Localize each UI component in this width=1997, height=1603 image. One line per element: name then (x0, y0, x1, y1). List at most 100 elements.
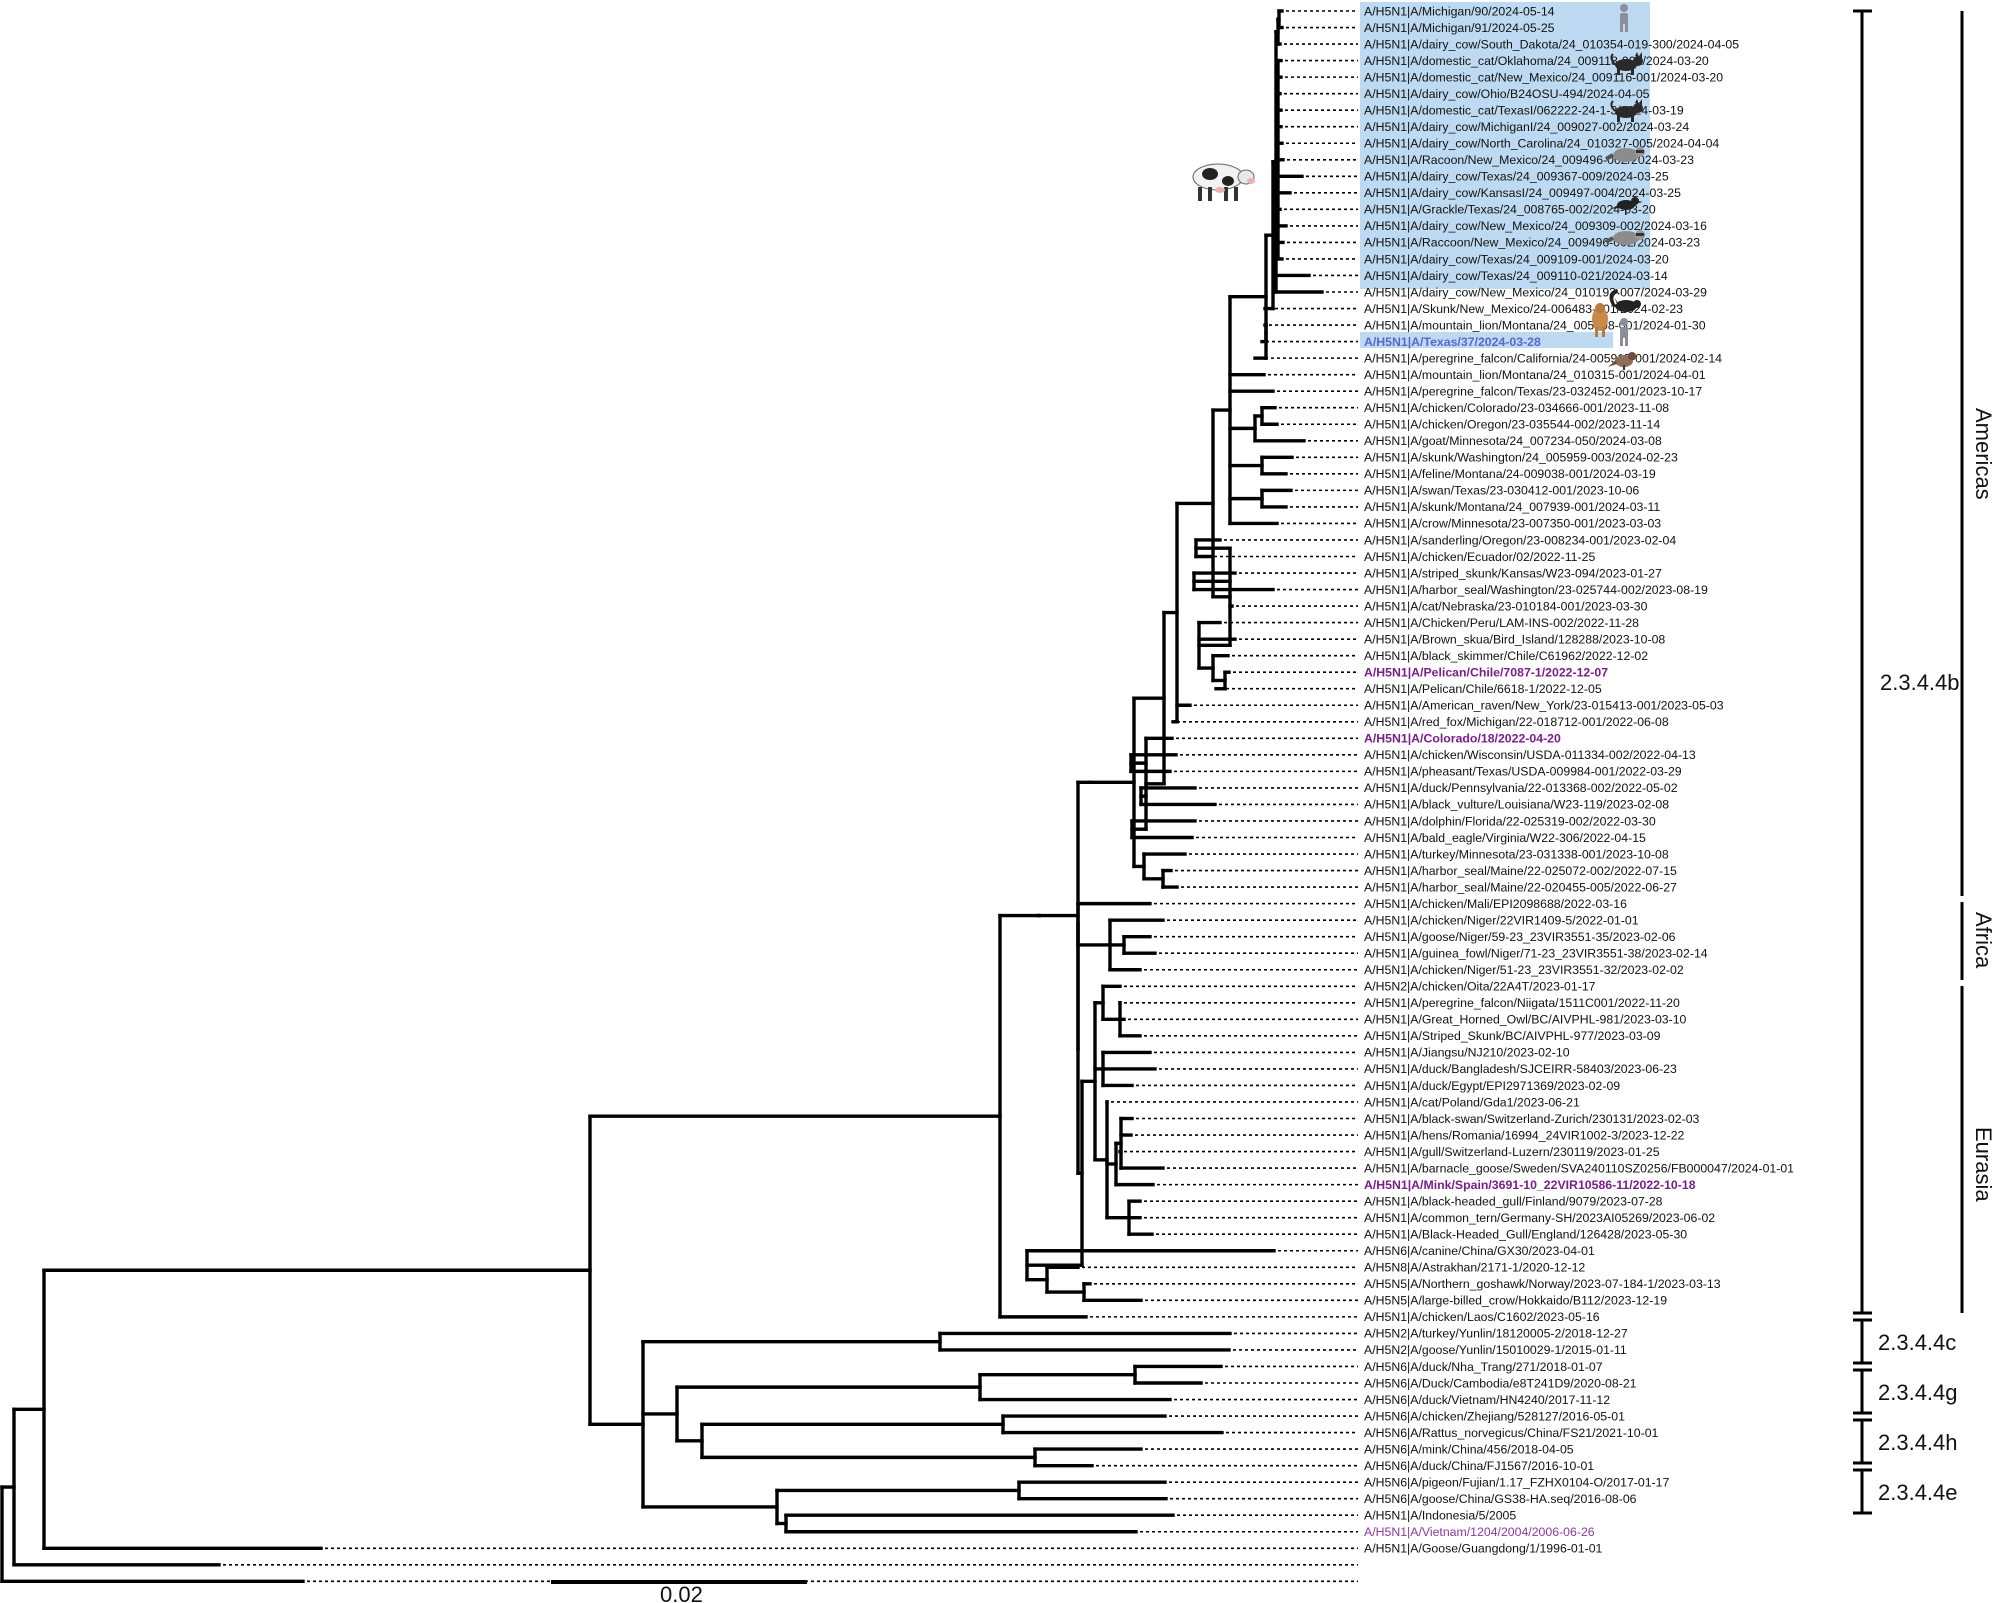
leaf-label: A/H5N1|A/skunk/Montana/24_007939-001/202… (1364, 500, 1660, 514)
leaf-label: A/H5N1|A/Grackle/Texas/24_008765-002/202… (1364, 203, 1656, 217)
leaf-label: A/H5N1|A/gull/Switzerland-Luzern/230119/… (1364, 1145, 1660, 1159)
leaf-label: A/H5N6|A/duck/Vietnam/HN4240/2017-11-12 (1364, 1393, 1610, 1407)
leaf-label: A/H5N1|A/crow/Minnesota/23-007350-001/20… (1364, 517, 1661, 531)
cat-icon (1610, 52, 1643, 75)
leaf-label: A/H5N6|A/goose/China/GS38-HA.seq/2016-08… (1364, 1492, 1637, 1506)
leaf-label: A/H5N2|A/turkey/Yunlin/18120005-2/2018-1… (1364, 1327, 1628, 1341)
leaf-label: A/H5N1|A/cat/Poland/Gda1/2023-06-21 (1364, 1095, 1580, 1109)
leaf-label: A/H5N2|A/chicken/Oita/22A4T/2023-01-17 (1364, 980, 1596, 994)
leaf-label: A/H5N6|A/duck/China/FJ1567/2016-10-01 (1364, 1459, 1594, 1473)
cow-icon (1192, 163, 1255, 201)
leaf-label: A/H5N6|A/duck/Nha_Trang/271/2018-01-07 (1364, 1360, 1603, 1374)
leaf-label: A/H5N1|A/Chicken/Peru/LAM-INS-002/2022-1… (1364, 616, 1639, 630)
tree-branches (0, 9, 1324, 1584)
human-icon (1620, 4, 1628, 32)
scale-bar-label: 0.02 (660, 1582, 703, 1603)
leaf-label: A/H5N1|A/chicken/Niger/22VIR1409-5/2022-… (1364, 913, 1639, 927)
leaf-label: A/H5N1|A/Goose/Guangdong/1/1996-01-01 (1364, 1542, 1603, 1556)
leaf-label: A/H5N1|A/Pelican/Chile/6618-1/2022-12-05 (1364, 682, 1602, 696)
skunk-icon (1609, 289, 1641, 312)
leaf-label: A/H5N1|A/Vietnam/1204/2004/2006-06-26 (1364, 1525, 1595, 1539)
leaf-label: A/H5N1|A/dairy_cow/Texas/24_009110-021/2… (1364, 269, 1668, 283)
leaf-label: A/H5N1|A/red_fox/Michigan/22-018712-001/… (1364, 715, 1669, 729)
leaf-label: A/H5N1|A/Indonesia/5/2005 (1364, 1509, 1516, 1523)
scale-bar: 0.02 (551, 1580, 807, 1603)
leaf-label: A/H5N1|A/dairy_cow/Texas/24_009367-009/2… (1364, 170, 1669, 184)
leaf-label: A/H5N1|A/Michigan/91/2024-05-25 (1364, 21, 1555, 35)
leaf-label: A/H5N1|A/dairy_cow/Texas/24_009109-001/2… (1364, 252, 1669, 266)
leaf-label: A/H5N1|A/goat/Minnesota/24_007234-050/20… (1364, 434, 1662, 448)
leaf-label: A/H5N1|A/peregrine_falcon/Niigata/1511C0… (1364, 996, 1680, 1010)
leaf-label: A/H5N1|A/dairy_cow/Ohio/B24OSU-494/2024-… (1364, 87, 1650, 101)
leaf-label: A/H5N1|A/dairy_cow/North_Carolina/24_010… (1364, 137, 1719, 151)
clade-label-2344g: 2.3.4.4g (1878, 1380, 1958, 1405)
leaf-label: A/H5N1|A/pheasant/Texas/USDA-009984-001/… (1364, 765, 1682, 779)
leaf-label: A/H5N1|A/hens/Romania/16994_24VIR1002-3/… (1364, 1128, 1685, 1142)
leaf-label: A/H5N1|A/turkey/Minnesota/23-031338-001/… (1364, 847, 1669, 861)
leaf-label: A/H5N1|A/feline/Montana/24-009038-001/20… (1364, 467, 1656, 481)
leaf-label: A/H5N1|A/harbor_seal/Maine/22-020455-005… (1364, 880, 1677, 894)
leaf-label: A/H5N5|A/large-billed_crow/Hokkaido/B112… (1364, 1294, 1667, 1308)
clade-label-2344c: 2.3.4.4c (1878, 1330, 1956, 1355)
leaf-label: A/H5N1|A/Striped_Skunk/BC/AIVPHL-977/202… (1364, 1029, 1661, 1043)
leaf-label: A/H5N6|A/canine/China/GX30/2023-04-01 (1364, 1244, 1595, 1258)
leaf-label: A/H5N1|A/Pelican/Chile/7087-1/2022-12-07 (1364, 666, 1608, 680)
leaf-label: A/H5N1|A/domestic_cat/New_Mexico/24_0091… (1364, 70, 1723, 84)
leaf-label: A/H5N1|A/sanderling/Oregon/23-008234-001… (1364, 533, 1676, 547)
leaf-label: A/H5N1|A/mountain_lion/Montana/24_010315… (1364, 368, 1706, 382)
leaf-label: A/H5N1|A/peregrine_falcon/California/24-… (1364, 351, 1722, 365)
region-label-africa: Africa (1971, 912, 1996, 969)
leaf-label: A/H5N1|A/duck/Pennsylvania/22-013368-002… (1364, 781, 1678, 795)
leaf-label: A/H5N1|A/cat/Nebraska/23-010184-001/2023… (1364, 599, 1648, 613)
leaf-label: A/H5N1|A/Black-Headed_Gull/England/12642… (1364, 1228, 1687, 1242)
clade-label-2344e: 2.3.4.4e (1878, 1480, 1958, 1505)
leaf-label: A/H5N1|A/dairy_cow/New_Mexico/24_010193-… (1364, 285, 1707, 299)
leaf-label: A/H5N1|A/Great_Horned_Owl/BC/AIVPHL-981/… (1364, 1013, 1687, 1027)
falcon-icon (1608, 352, 1636, 370)
raccoon-icon (1605, 147, 1645, 162)
highlight-box-dairy-clade (1360, 2, 1650, 289)
leaf-label: A/H5N1|A/dolphin/Florida/22-025319-002/2… (1364, 814, 1656, 828)
region-label-eurasia: Eurasia (1971, 1127, 1996, 1202)
leaf-label: A/H5N1|A/peregrine_falcon/Texas/23-03245… (1364, 384, 1702, 398)
leaf-label: A/H5N1|A/skunk/Washington/24_005959-003/… (1364, 451, 1678, 465)
leaf-label: A/H5N1|A/swan/Texas/23-030412-001/2023-1… (1364, 484, 1639, 498)
leaf-label: A/H5N1|A/barnacle_goose/Sweden/SVA240110… (1364, 1161, 1794, 1175)
leaf-label: A/H5N1|A/duck/Egypt/EPI2971369/2023-02-0… (1364, 1079, 1620, 1093)
clade-label-2344h: 2.3.4.4h (1878, 1430, 1958, 1455)
leaf-label: A/H5N1|A/chicken/Wisconsin/USDA-011334-0… (1364, 748, 1696, 762)
leaf-label: A/H5N8|A/Astrakhan/2171-1/2020-12-12 (1364, 1261, 1585, 1275)
leaf-label: A/H5N6|A/chicken/Zhejiang/528127/2016-05… (1364, 1409, 1625, 1423)
human-icon (1620, 318, 1628, 346)
leaf-label: A/H5N1|A/dairy_cow/South_Dakota/24_01035… (1364, 37, 1739, 51)
bird-icon (1611, 197, 1643, 215)
leaf-label: A/H5N2|A/goose/Yunlin/15010029-1/2015-01… (1364, 1343, 1627, 1357)
leaf-connectors (223, 10, 1358, 1583)
leaf-label: A/H5N1|A/dairy_cow/KansasI/24_009497-004… (1364, 186, 1681, 200)
leaf-label: A/H5N1|A/black_skimmer/Chile/C61962/2022… (1364, 649, 1648, 663)
mountain-lion-icon (1592, 303, 1608, 337)
clade-brackets (1853, 9, 1964, 1515)
leaf-label: A/H5N1|A/dairy_cow/MichiganI/24_009027-0… (1364, 120, 1689, 134)
highlight-box-texas (1360, 332, 1613, 348)
cat-icon (1610, 99, 1643, 122)
leaf-label: A/H5N1|A/Mink/Spain/3691-10_22VIR10586-1… (1364, 1178, 1696, 1192)
leaf-label: A/H5N1|A/Raccoon/New_Mexico/24_009496-00… (1364, 236, 1700, 250)
leaf-label: A/H5N1|A/domestic_cat/TexasI/062222-24-1… (1364, 103, 1684, 117)
leaf-label: A/H5N1|A/Brown_skua/Bird_Island/128288/2… (1364, 632, 1665, 646)
leaf-label: A/H5N1|A/striped_skunk/Kansas/W23-094/20… (1364, 566, 1662, 580)
leaf-label: A/H5N1|A/Colorado/18/2022-04-20 (1364, 732, 1561, 746)
leaf-label: A/H5N1|A/black-headed_gull/Finland/9079/… (1364, 1194, 1663, 1208)
leaf-label: A/H5N1|A/harbor_seal/Washington/23-02574… (1364, 583, 1708, 597)
leaf-label: A/H5N6|A/Duck/Cambodia/e8T241D9/2020-08-… (1364, 1376, 1637, 1390)
leaf-labels: A/H5N1|A/Michigan/90/2024-05-14A/H5N1|A/… (1364, 4, 1794, 1555)
leaf-label: A/H5N1|A/American_raven/New_York/23-0154… (1364, 699, 1724, 713)
leaf-label: A/H5N1|A/chicken/Mali/EPI2098688/2022-03… (1364, 897, 1627, 911)
leaf-label: A/H5N1|A/chicken/Colorado/23-034666-001/… (1364, 401, 1669, 415)
raccoon-icon (1605, 230, 1645, 245)
leaf-label: A/H5N1|A/Texas/37/2024-03-28 (1364, 335, 1541, 349)
leaf-label: A/H5N1|A/dairy_cow/New_Mexico/24_009309-… (1364, 219, 1707, 233)
leaf-label: A/H5N1|A/Racoon/New_Mexico/24_009496-002… (1364, 153, 1694, 167)
leaf-label: A/H5N1|A/chicken/Laos/C1602/2023-05-16 (1364, 1310, 1600, 1324)
